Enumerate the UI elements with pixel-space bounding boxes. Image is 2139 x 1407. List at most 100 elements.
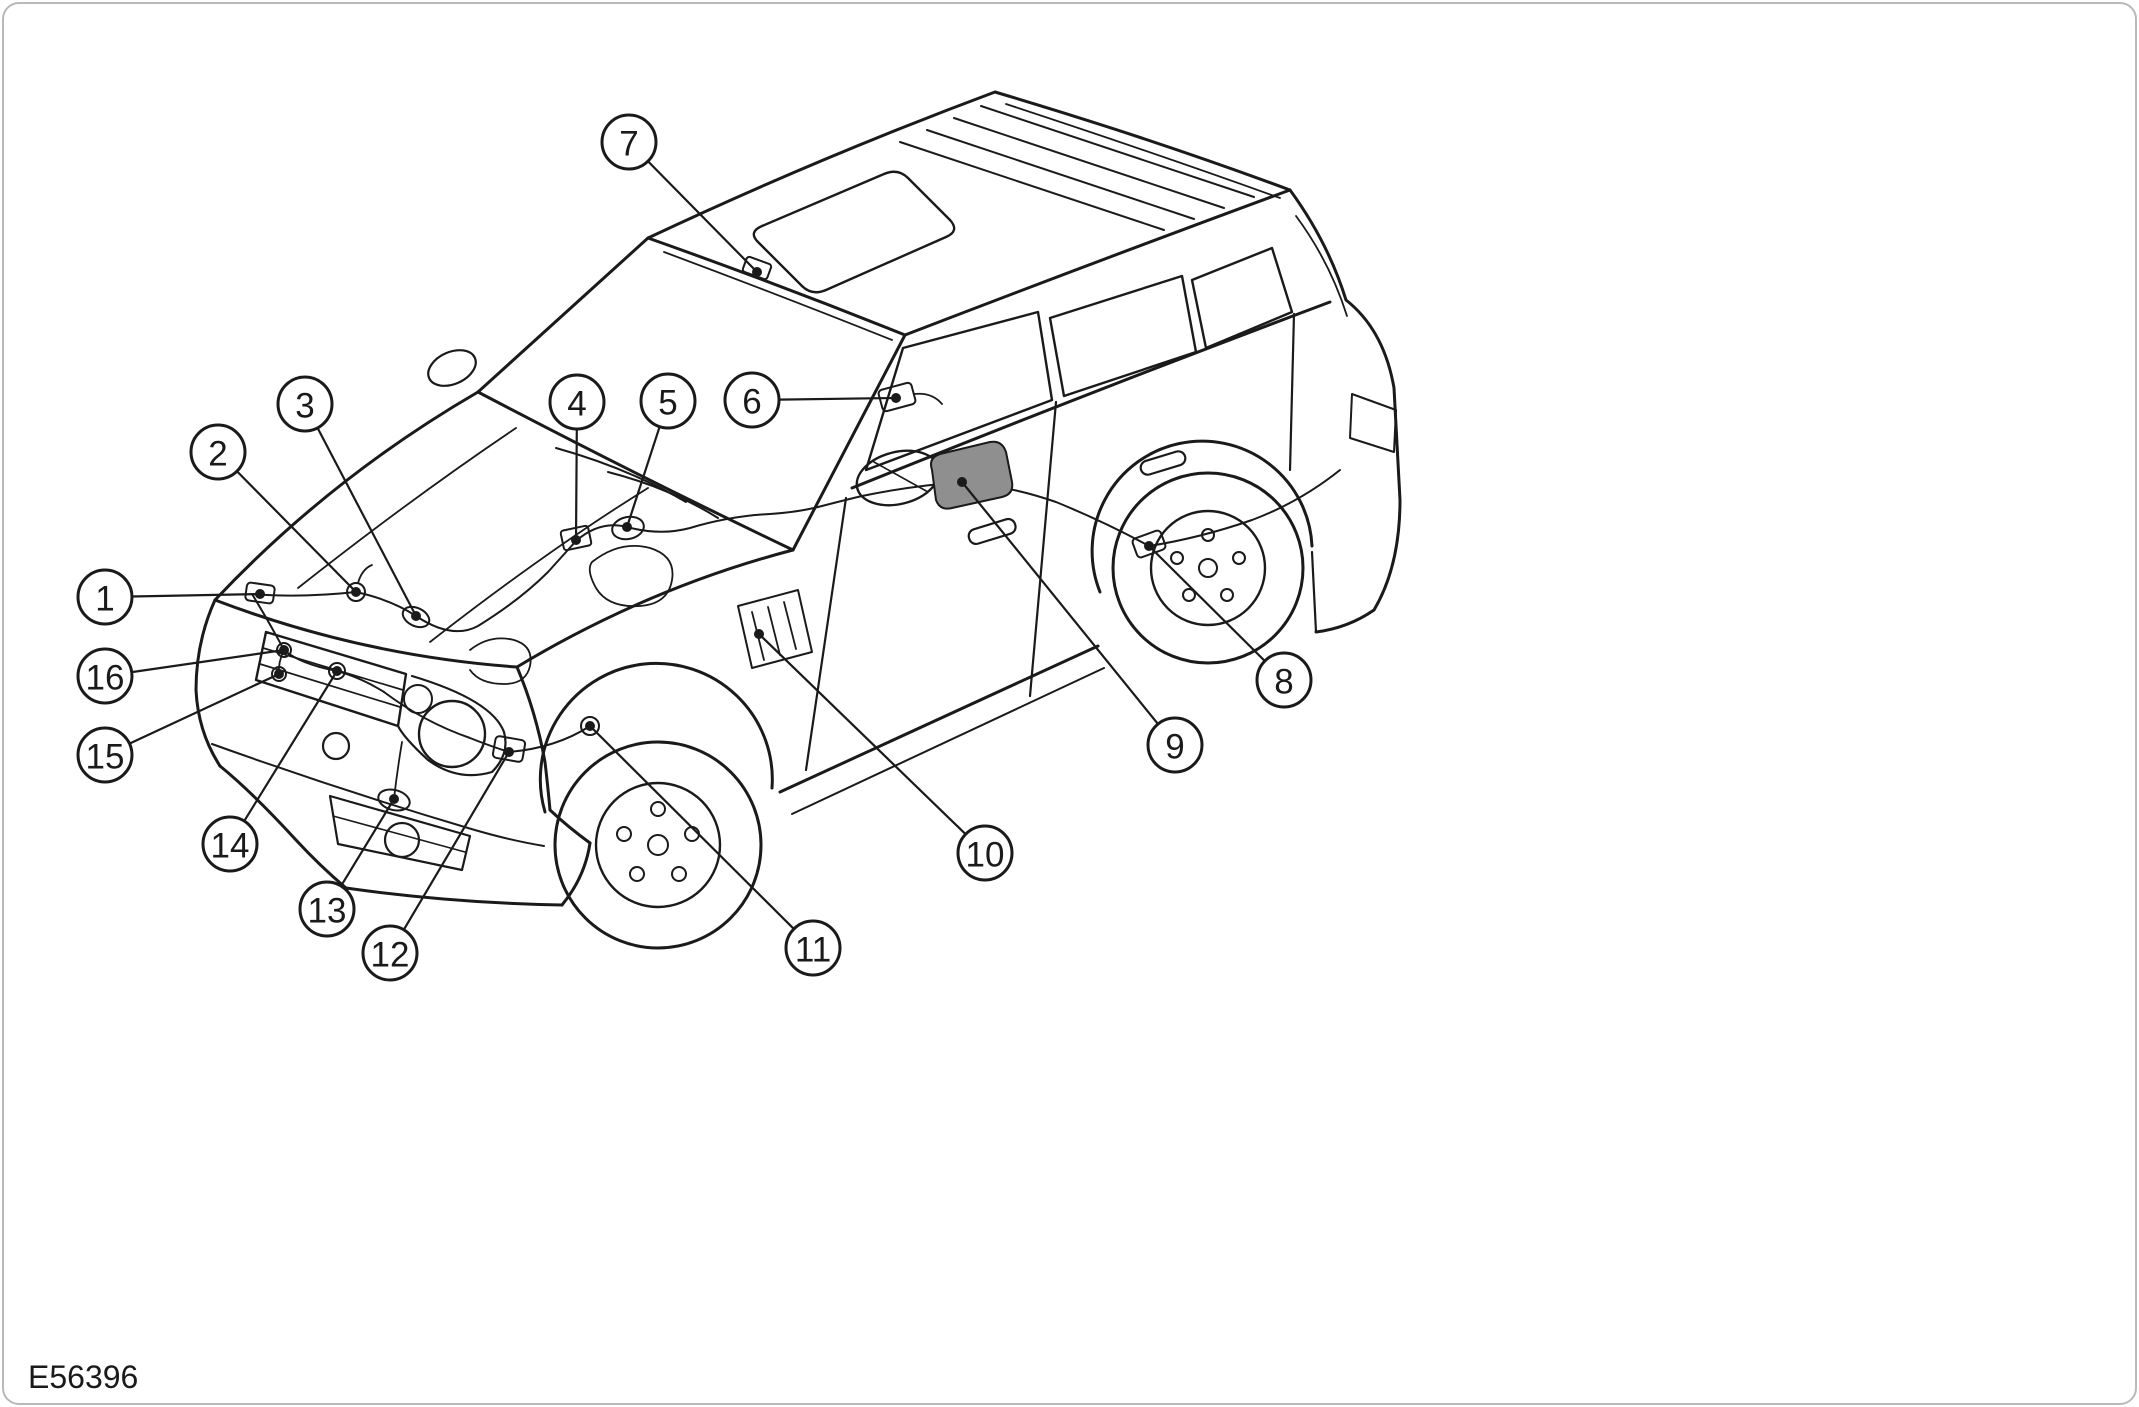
- beltline: [850, 300, 1332, 490]
- callout-target-dot: [891, 393, 901, 403]
- callout-number: 8: [1274, 663, 1293, 702]
- callout-12: 12: [361, 747, 514, 982]
- callout-8: 8: [1144, 541, 1313, 709]
- rear-hub: [1198, 558, 1218, 578]
- callout-number: 1: [95, 580, 114, 619]
- roof-near-edge: [903, 188, 1292, 337]
- rear-door-window: [1048, 274, 1198, 398]
- callout-number: 7: [619, 125, 638, 164]
- component-6-wire: [913, 392, 943, 405]
- cowl-line: [476, 390, 795, 552]
- front-corner-far: [194, 598, 222, 768]
- callout-leader-line: [625, 426, 661, 528]
- callout-leader-line: [647, 160, 758, 273]
- front-door-window: [864, 310, 1054, 472]
- roof-ribs: [899, 105, 1255, 231]
- figure-code: E56396: [28, 1359, 138, 1395]
- callout-bubble: [639, 372, 697, 430]
- callout-number: 12: [371, 936, 410, 975]
- headlamp-main: [417, 699, 487, 769]
- callout-number: 3: [295, 387, 314, 426]
- callout-number: 13: [308, 892, 347, 931]
- callout-target-dot: [754, 629, 764, 639]
- callout-leader-line: [243, 670, 338, 822]
- callout-number: 11: [795, 931, 831, 970]
- grille-slat: [259, 663, 401, 708]
- headlamp-housing: [396, 674, 507, 777]
- callout-leader-line: [316, 427, 417, 617]
- callout-10: 10: [754, 629, 1014, 882]
- callout-leader-line: [1148, 545, 1266, 662]
- rear-profile: [1288, 188, 1402, 634]
- rear-tire: [1111, 471, 1305, 665]
- callout-target-dot: [389, 794, 399, 804]
- component-1: [244, 581, 276, 605]
- component-8: [1131, 529, 1167, 559]
- front-wheel: [538, 661, 774, 950]
- callout-1: 1: [76, 568, 265, 626]
- hood-crease-near: [429, 487, 649, 643]
- b-pillar-shutline: [1028, 400, 1058, 698]
- taillight: [1349, 393, 1397, 453]
- callout-target-dot: [571, 535, 581, 545]
- a-pillar-near: [791, 333, 907, 552]
- callout-leader-line: [236, 470, 357, 593]
- front-hub: [647, 834, 669, 856]
- callout-target-dot: [504, 747, 514, 757]
- callout-leader-line: [129, 673, 280, 745]
- callout-target-dot: [274, 669, 284, 679]
- component-12: [491, 735, 527, 763]
- callout-bubble: [784, 919, 842, 977]
- callout-bubble: [76, 726, 134, 784]
- callout-leader-line: [778, 396, 897, 401]
- body-side: [737, 246, 1332, 815]
- component-3: [401, 605, 431, 629]
- hood: [213, 390, 795, 669]
- callout-target-dot: [279, 645, 289, 655]
- sunroof: [752, 170, 956, 294]
- callout-13: 13: [298, 794, 399, 938]
- front-end-harness: [251, 593, 385, 693]
- callout-bubble: [1146, 716, 1204, 774]
- bumper-near-corner: [560, 841, 592, 907]
- callout-bubble: [956, 824, 1014, 882]
- component-9: [930, 440, 1014, 510]
- component-2-stalk: [357, 564, 373, 584]
- bumper-bottom-edge: [344, 886, 564, 907]
- engine-detail: [588, 545, 674, 608]
- engine-detail: [469, 637, 532, 685]
- rear-door-shutline: [1288, 312, 1296, 472]
- bumper-lower-far: [218, 764, 348, 890]
- rear-door-handle: [1139, 450, 1187, 476]
- callout-15: 15: [76, 669, 284, 784]
- callout-bubble: [76, 647, 134, 705]
- d-pillar-inner: [1295, 215, 1348, 317]
- callout-bubble: [76, 568, 134, 626]
- callout-bubble: [548, 373, 606, 431]
- callout-number: 4: [567, 385, 586, 424]
- bumper-to-arch: [548, 808, 592, 845]
- windshield: [427, 236, 907, 552]
- callout-leader-line: [131, 648, 285, 674]
- fender-line-far: [213, 390, 480, 602]
- windshield-header-inner: [663, 251, 893, 341]
- callout-leader-line: [758, 633, 967, 836]
- fender-front-near: [515, 665, 552, 812]
- component-14: [328, 662, 346, 680]
- a-pillar-far: [476, 236, 650, 394]
- callout-9: 9: [957, 477, 1204, 774]
- component-13: [377, 788, 411, 812]
- callout-target-dot: [622, 522, 632, 532]
- callout-3: 3: [276, 375, 421, 621]
- callout-target-dot: [957, 477, 967, 487]
- callout-number: 14: [211, 827, 250, 866]
- bumper-top-line: [211, 743, 545, 847]
- rear-end: [1288, 188, 1402, 634]
- callout-number: 9: [1165, 728, 1184, 767]
- rear-rim: [1149, 509, 1267, 627]
- rear-wheel: [1090, 439, 1314, 665]
- callout-6: 6: [723, 371, 901, 429]
- sill-top: [778, 644, 1100, 794]
